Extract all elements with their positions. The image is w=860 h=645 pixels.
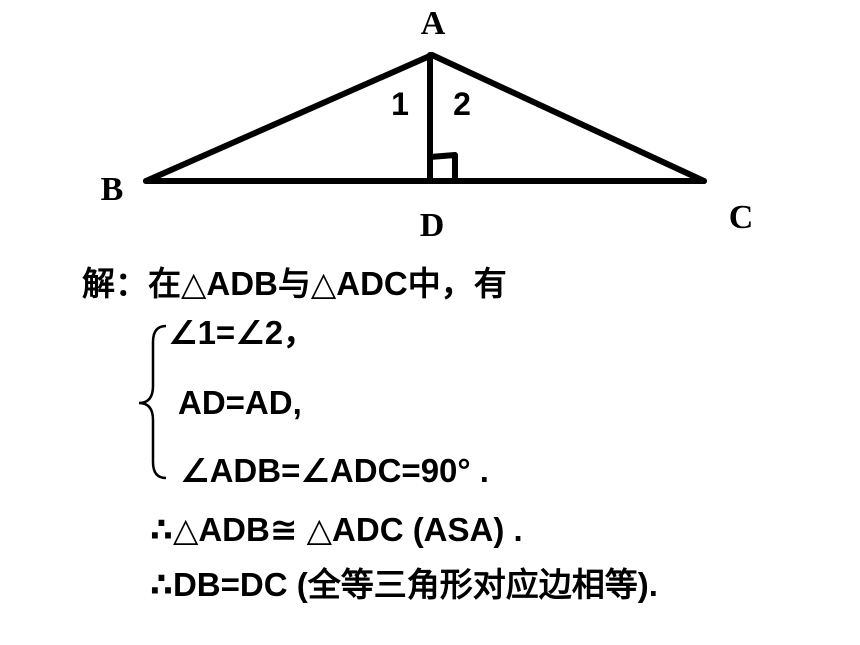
side-ab	[143, 52, 435, 184]
brace	[138, 324, 167, 480]
condition-right-angle: ∠ADB=∠ADC=90° .	[180, 452, 489, 489]
conclusion-equal-sides: ∴DB=DC (全等三角形对应边相等).	[150, 566, 658, 603]
vertex-a-label: A	[421, 5, 446, 42]
side-ac	[429, 52, 707, 184]
condition-angle: ∠1=∠2，	[168, 314, 317, 351]
right-angle-mark	[427, 152, 458, 184]
angle-2-label: 2	[453, 86, 471, 122]
vertex-c-label: C	[729, 199, 754, 236]
angle-1-label: 1	[391, 86, 409, 122]
condition-side: AD=AD,	[178, 384, 302, 421]
vertex-b-label: B	[101, 171, 124, 208]
vertex-d-label: D	[420, 207, 445, 244]
conclusion-congruent: ∴△ADB≅ △ADC (ASA) .	[150, 511, 523, 548]
solution-intro: 解：在△ADB与△ADC中，有	[82, 265, 507, 302]
